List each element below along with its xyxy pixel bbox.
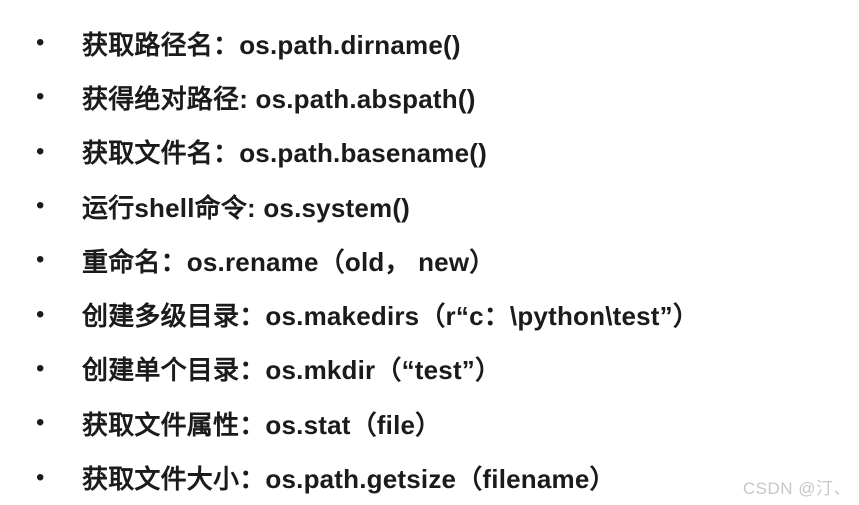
- bullet-icon: •: [36, 246, 45, 274]
- list-item-text: 获取文件名：os.path.basename(): [82, 138, 487, 169]
- list-item-text: 运行shell命令: os.system(): [82, 192, 411, 223]
- list-item: • 获取文件属性：os.stat（file）: [0, 396, 859, 450]
- list-item: • 创建多级目录：os.makedirs（r“c：\python\test”）: [0, 287, 859, 341]
- list-item-text: 获取文件大小：os.path.getsize（filename）: [82, 464, 616, 495]
- list-item: • 创建单个目录：os.mkdir（“test”）: [0, 342, 859, 396]
- bullet-icon: •: [36, 83, 45, 111]
- bullet-icon: •: [36, 137, 45, 165]
- bullet-icon: •: [36, 354, 45, 382]
- list-item: • 获取路径名：os.path.dirname(): [0, 16, 859, 70]
- bullet-icon: •: [36, 463, 45, 491]
- list-item: • 获取文件大小：os.path.getsize（filename）: [0, 450, 859, 504]
- list-item: • 运行shell命令: os.system(): [0, 179, 859, 233]
- list-item-text: 获得绝对路径: os.path.abspath(): [82, 83, 476, 114]
- list-item-text: 重命名：os.rename（old， new）: [82, 246, 496, 277]
- list-item-text: 创建单个目录：os.mkdir（“test”）: [82, 355, 502, 386]
- list-item: • 重命名：os.rename（old， new）: [0, 233, 859, 287]
- csdn-watermark: CSDN @汀、: [742, 479, 851, 498]
- list-item-text: 创建多级目录：os.makedirs（r“c：\python\test”）: [82, 301, 700, 332]
- list-item: • 获得绝对路径: os.path.abspath(): [0, 70, 859, 124]
- bullet-icon: •: [36, 29, 45, 57]
- list-item-text: 获取路径名：os.path.dirname(): [82, 29, 461, 60]
- bullet-icon: •: [36, 192, 45, 220]
- list-item: • 获取文件名：os.path.basename(): [0, 125, 859, 179]
- list-item-text: 获取文件属性：os.stat（file）: [82, 409, 442, 440]
- bullet-icon: •: [36, 300, 45, 328]
- bullet-icon: •: [36, 409, 45, 437]
